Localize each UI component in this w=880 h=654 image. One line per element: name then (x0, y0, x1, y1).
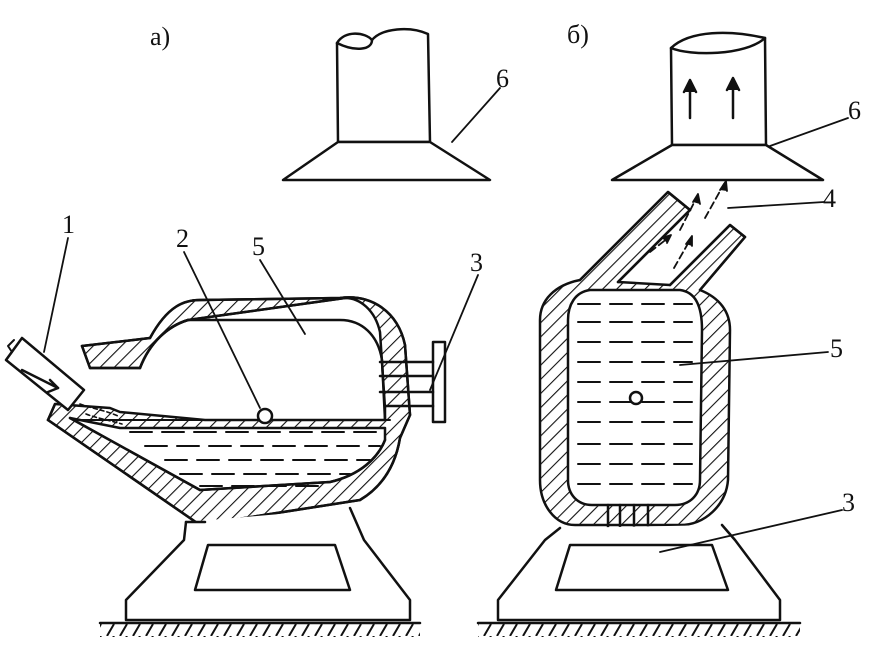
panel-a (4, 27, 501, 637)
ground-a (98, 621, 422, 637)
label-b-4: 4 (823, 184, 836, 213)
tuyere-b (628, 390, 644, 406)
label-a-1: 1 (62, 210, 75, 239)
gas-flow-arrows-b (649, 180, 728, 269)
tuyere-a (256, 407, 274, 425)
panel-a-caption: а) (150, 22, 171, 51)
panel-b-caption: б) (567, 20, 589, 49)
panel-b (476, 31, 849, 637)
label-b-5: 5 (830, 334, 843, 363)
leaders-b (659, 117, 849, 553)
leaders-a (43, 87, 501, 409)
label-a-2: 2 (176, 224, 189, 253)
stand-b (496, 523, 782, 622)
charging-chute-a (4, 336, 123, 425)
hood-a (281, 27, 492, 182)
melt-b (577, 303, 693, 485)
label-a-5: 5 (252, 232, 265, 261)
converter-body-b (538, 190, 747, 527)
label-b-3: 3 (842, 488, 855, 517)
melt-a (79, 419, 391, 487)
converter-body-a (46, 296, 412, 527)
label-b-6: 6 (848, 96, 861, 125)
label-a-6: 6 (496, 64, 509, 93)
ground-b (476, 621, 802, 637)
hood-b (610, 31, 825, 182)
stand-a (124, 506, 412, 622)
label-a-3: 3 (470, 248, 483, 277)
